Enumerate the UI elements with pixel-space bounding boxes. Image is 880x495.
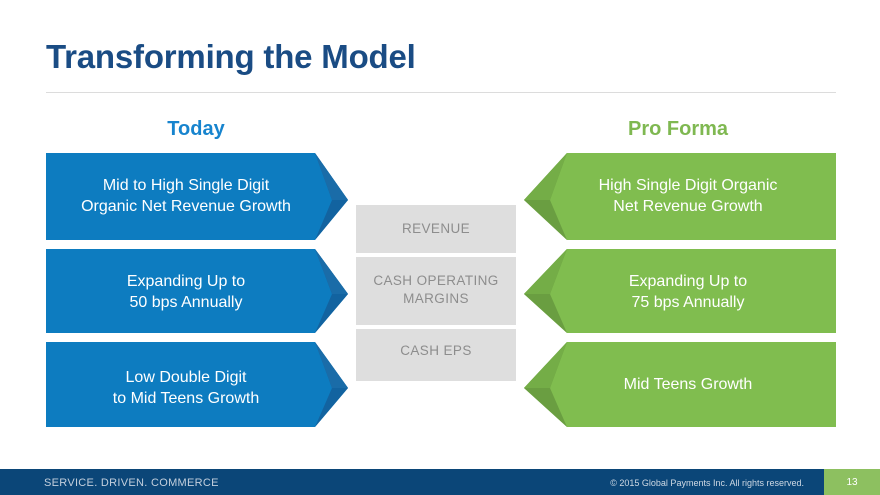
- pro-forma-arrow-cash-eps: [524, 342, 836, 427]
- pro-forma-text-revenue: High Single Digit Organic Net Revenue Gr…: [598, 177, 778, 215]
- column-heading-pro-forma: Pro Forma: [627, 118, 729, 140]
- today-arrow-cash-eps: [46, 342, 348, 427]
- page-title: Transforming the Model: [46, 38, 416, 75]
- footer-bar: [0, 469, 880, 495]
- page-number-badge: 13: [824, 469, 880, 495]
- metric-label-cash-eps: CASH EPS: [400, 343, 472, 358]
- today-text-revenue: Mid to High Single Digit Organic Net Rev…: [81, 177, 291, 215]
- center-box-revenue: [356, 205, 516, 253]
- today-arrow-cash-operating-margins: [46, 249, 348, 333]
- metric-label-revenue: REVENUE: [401, 221, 471, 236]
- today-text-cash-eps: Low Double Digit to Mid Teens Growth: [112, 369, 260, 407]
- center-box-cash-operating-margins: [356, 257, 516, 325]
- pro-forma-text-cash-operating-margins: Expanding Up to 75 bps Annually: [628, 273, 748, 311]
- footer-copyright: © 2015 Global Payments Inc. All rights r…: [610, 478, 804, 488]
- pro-forma-arrow-revenue: [524, 153, 836, 240]
- footer-tagline: SERVICE. DRIVEN. COMMERCE: [44, 477, 219, 489]
- pro-forma-text-cash-eps: Mid Teens Growth: [623, 376, 753, 393]
- title-divider: [46, 92, 836, 93]
- center-box-cash-eps: [356, 329, 516, 381]
- metric-label-cash-operating-margins: CASH OPERATING MARGINS: [373, 273, 499, 306]
- column-heading-today: Today: [167, 118, 225, 140]
- pro-forma-arrow-cash-operating-margins: [524, 249, 836, 333]
- today-arrow-revenue: [46, 153, 348, 240]
- today-text-cash-operating-margins: Expanding Up to 50 bps Annually: [126, 273, 246, 311]
